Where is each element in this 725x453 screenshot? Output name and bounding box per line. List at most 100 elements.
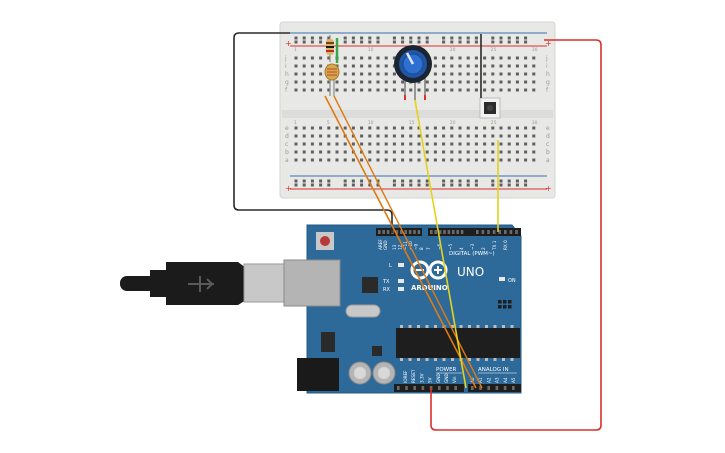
breadboard-hole[interactable] (302, 134, 306, 138)
rail-hole[interactable] (310, 36, 314, 40)
breadboard-hole[interactable] (524, 150, 528, 154)
header-pin[interactable] (498, 230, 501, 234)
rail-hole[interactable] (401, 179, 405, 183)
breadboard-hole[interactable] (368, 88, 372, 92)
breadboard-hole[interactable] (458, 158, 462, 162)
rail-hole[interactable] (466, 36, 470, 40)
breadboard-hole[interactable] (450, 142, 454, 146)
breadboard-hole[interactable] (294, 126, 298, 130)
rail-hole[interactable] (507, 40, 511, 44)
wire-sensor-orange-1[interactable] (324, 95, 477, 389)
breadboard-hole[interactable] (351, 56, 355, 60)
breadboard-hole[interactable] (343, 142, 347, 146)
rail-hole[interactable] (425, 40, 429, 44)
breadboard-hole[interactable] (384, 142, 388, 146)
breadboard-hole[interactable] (491, 64, 495, 68)
breadboard-hole[interactable] (442, 158, 446, 162)
rail-hole[interactable] (491, 183, 495, 187)
breadboard-hole[interactable] (360, 142, 364, 146)
header-pin[interactable] (503, 386, 507, 390)
rail-hole[interactable] (515, 36, 519, 40)
rail-hole[interactable] (458, 183, 462, 187)
breadboard-hole[interactable] (351, 134, 355, 138)
breadboard-hole[interactable] (532, 64, 536, 68)
rail-hole[interactable] (499, 40, 503, 44)
breadboard-hole[interactable] (376, 158, 380, 162)
header-pin[interactable] (495, 386, 499, 390)
breadboard-hole[interactable] (401, 80, 405, 84)
breadboard-hole[interactable] (351, 88, 355, 92)
breadboard-hole[interactable] (483, 64, 487, 68)
rail-hole[interactable] (294, 40, 298, 44)
breadboard-hole[interactable] (458, 88, 462, 92)
breadboard-hole[interactable] (401, 88, 405, 92)
rail-hole[interactable] (360, 183, 364, 187)
header-pin[interactable] (479, 386, 482, 390)
breadboard-hole[interactable] (360, 72, 364, 76)
header-pin[interactable] (417, 230, 421, 234)
breadboard-hole[interactable] (294, 80, 298, 84)
rail-hole[interactable] (376, 183, 380, 187)
header-pin[interactable] (487, 230, 490, 234)
breadboard-hole[interactable] (319, 150, 323, 154)
rail-hole[interactable] (343, 183, 347, 187)
breadboard-hole[interactable] (499, 64, 503, 68)
rail-hole[interactable] (376, 36, 380, 40)
breadboard-hole[interactable] (376, 88, 380, 92)
breadboard-hole[interactable] (483, 72, 487, 76)
breadboard-hole[interactable] (450, 56, 454, 60)
breadboard-hole[interactable] (302, 126, 306, 130)
breadboard-hole[interactable] (442, 150, 446, 154)
breadboard-hole[interactable] (384, 88, 388, 92)
breadboard-hole[interactable] (392, 126, 396, 130)
breadboard-hole[interactable] (483, 150, 487, 154)
rail-hole[interactable] (515, 40, 519, 44)
rail-hole[interactable] (376, 40, 380, 44)
breadboard-hole[interactable] (507, 64, 511, 68)
rail-hole[interactable] (343, 179, 347, 183)
potentiometer[interactable] (394, 45, 432, 100)
breadboard-hole[interactable] (433, 80, 437, 84)
breadboard-hole[interactable] (368, 142, 372, 146)
breadboard-hole[interactable] (368, 158, 372, 162)
breadboard-hole[interactable] (409, 158, 413, 162)
breadboard-hole[interactable] (310, 88, 314, 92)
rail-hole[interactable] (409, 40, 413, 44)
breadboard-hole[interactable] (442, 56, 446, 60)
breadboard-hole[interactable] (319, 158, 323, 162)
breadboard-hole[interactable] (507, 56, 511, 60)
breadboard-hole[interactable] (532, 158, 536, 162)
breadboard-hole[interactable] (335, 150, 339, 154)
breadboard-hole[interactable] (319, 142, 323, 146)
header-pin[interactable] (452, 230, 455, 234)
breadboard-hole[interactable] (442, 126, 446, 130)
rail-hole[interactable] (474, 36, 478, 40)
breadboard-hole[interactable] (442, 142, 446, 146)
breadboard-hole[interactable] (450, 64, 454, 68)
header-pin[interactable] (382, 230, 385, 234)
breadboard-hole[interactable] (491, 72, 495, 76)
header-pin[interactable] (413, 386, 416, 390)
rail-hole[interactable] (294, 183, 298, 187)
rail-hole[interactable] (368, 40, 372, 44)
breadboard-hole[interactable] (483, 142, 487, 146)
breadboard-hole[interactable] (310, 72, 314, 76)
breadboard-hole[interactable] (351, 72, 355, 76)
header-pin[interactable] (487, 386, 490, 390)
breadboard-hole[interactable] (425, 126, 429, 130)
breadboard-hole[interactable] (491, 88, 495, 92)
breadboard-hole[interactable] (327, 150, 331, 154)
rail-hole[interactable] (310, 40, 314, 44)
breadboard-hole[interactable] (483, 158, 487, 162)
breadboard-hole[interactable] (310, 134, 314, 138)
breadboard-hole[interactable] (360, 56, 364, 60)
rail-hole[interactable] (351, 179, 355, 183)
breadboard-hole[interactable] (442, 134, 446, 138)
header-pin[interactable] (400, 230, 403, 234)
breadboard-hole[interactable] (319, 72, 323, 76)
breadboard-hole[interactable] (491, 56, 495, 60)
rail-hole[interactable] (376, 179, 380, 183)
rail-hole[interactable] (368, 36, 372, 40)
breadboard-hole[interactable] (294, 158, 298, 162)
breadboard-hole[interactable] (515, 134, 519, 138)
